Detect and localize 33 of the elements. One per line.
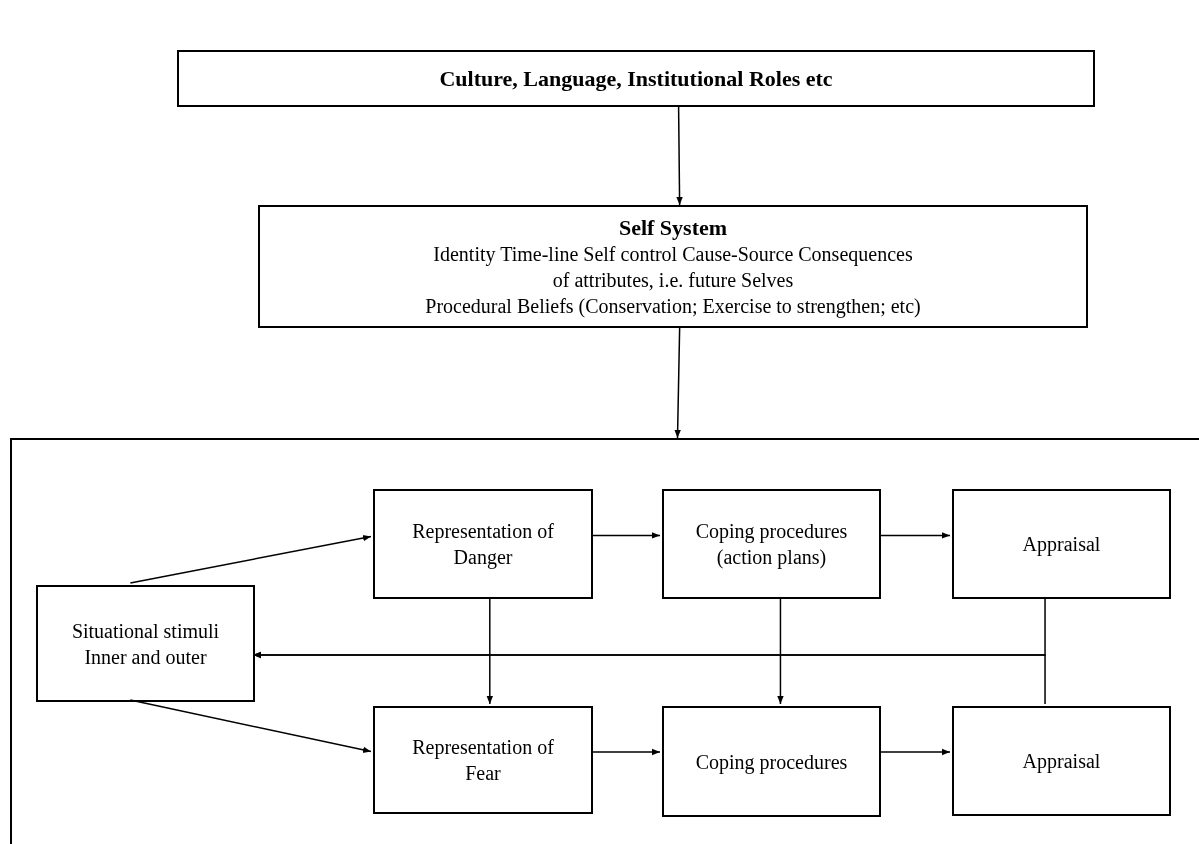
- box-text: of attributes, i.e. future Selves: [552, 267, 794, 293]
- arrow: [590, 748, 661, 756]
- arrow: [129, 534, 372, 584]
- box-text: Situational stimuli Inner and outer: [70, 618, 221, 670]
- arrow: [777, 596, 784, 705]
- arrow: [129, 699, 372, 753]
- box-text: Appraisal: [1022, 749, 1101, 774]
- arrow: [674, 327, 681, 439]
- process-box: [373, 706, 593, 814]
- process-box: [373, 489, 593, 599]
- box-text: Identity Time-line Self control Cause-Source Consequences: [433, 241, 913, 267]
- process-box: [952, 706, 1171, 816]
- box-text: Representation of Fear: [411, 735, 555, 786]
- process-box: [952, 489, 1171, 599]
- group-frame: [10, 438, 1199, 844]
- box-text: Culture, Language, Institutional Roles etc: [439, 65, 833, 92]
- arrow: [252, 651, 1046, 705]
- box-text: Procedural Beliefs (Conservation; Exercise to strengthen; etc): [425, 293, 921, 319]
- box-text: Representation of Danger: [411, 519, 555, 570]
- arrow: [486, 596, 493, 705]
- process-box: [258, 205, 1088, 328]
- process-box: [36, 585, 255, 702]
- box-text: Appraisal: [1022, 532, 1101, 557]
- box-text: Coping procedures: [695, 749, 848, 775]
- process-box: [662, 706, 881, 817]
- arrow: [878, 748, 951, 756]
- arrow: [590, 532, 661, 539]
- arrow: [676, 106, 683, 206]
- process-box: [177, 50, 1095, 107]
- box-text: Coping procedures (action plans): [694, 519, 849, 570]
- box-heading: Self System: [618, 214, 728, 241]
- process-box: [662, 489, 881, 599]
- arrow: [878, 532, 951, 539]
